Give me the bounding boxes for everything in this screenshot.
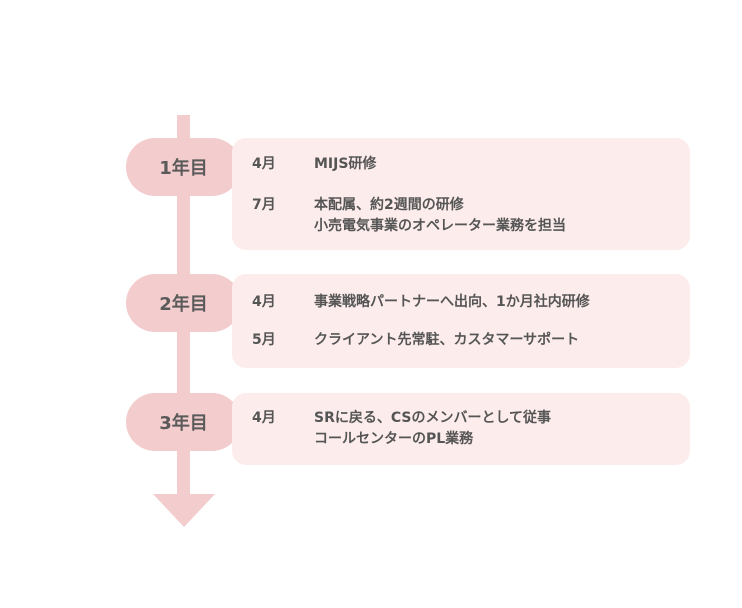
entry-line: コールセンターのPL業務 <box>314 431 474 447</box>
year-2-label: 2年目 <box>159 294 208 315</box>
entry-text: 本配属、約2週間の研修 小売電気事業のオペレーター業務を担当 <box>314 195 680 237</box>
year-1-card: 4月 MIJS研修 7月 本配属、約2週間の研修 小売電気事業のオペレーター業務… <box>232 138 690 250</box>
entry-line: SRに戻る、CSのメンバーとして従事 <box>314 410 552 426</box>
entry-text: クライアント先常駐、カスタマーサポート <box>314 330 680 351</box>
entry-line: MIJS研修 <box>314 156 377 172</box>
entry-line: 事業戦略パートナーへ出向、1か月社内研修 <box>314 294 590 310</box>
timeline-arrow-head <box>153 494 215 527</box>
year-2-pill: 2年目 <box>126 274 241 332</box>
year-1-pill: 1年目 <box>126 138 241 196</box>
year-1-label: 1年目 <box>159 158 208 179</box>
year-2-card: 4月 事業戦略パートナーへ出向、1か月社内研修 5月 クライアント先常駐、カスタ… <box>232 274 690 368</box>
entry-line: 本配属、約2週間の研修 <box>314 197 464 213</box>
entry-text: 事業戦略パートナーへ出向、1か月社内研修 <box>314 292 680 313</box>
entry-month: 5月 <box>252 332 276 348</box>
entry-line: 小売電気事業のオペレーター業務を担当 <box>314 218 566 234</box>
entry-month: 4月 <box>252 156 276 172</box>
entry-line: クライアント先常駐、カスタマーサポート <box>314 332 580 348</box>
entry-text: SRに戻る、CSのメンバーとして従事 コールセンターのPL業務 <box>314 408 680 450</box>
year-3-card: 4月 SRに戻る、CSのメンバーとして従事 コールセンターのPL業務 <box>232 393 690 465</box>
year-3-pill: 3年目 <box>126 393 241 451</box>
entry-text: MIJS研修 <box>314 154 680 175</box>
entry-month: 4月 <box>252 294 276 310</box>
entry-month: 7月 <box>252 197 276 213</box>
entry-month: 4月 <box>252 410 276 426</box>
year-3-label: 3年目 <box>159 413 208 434</box>
